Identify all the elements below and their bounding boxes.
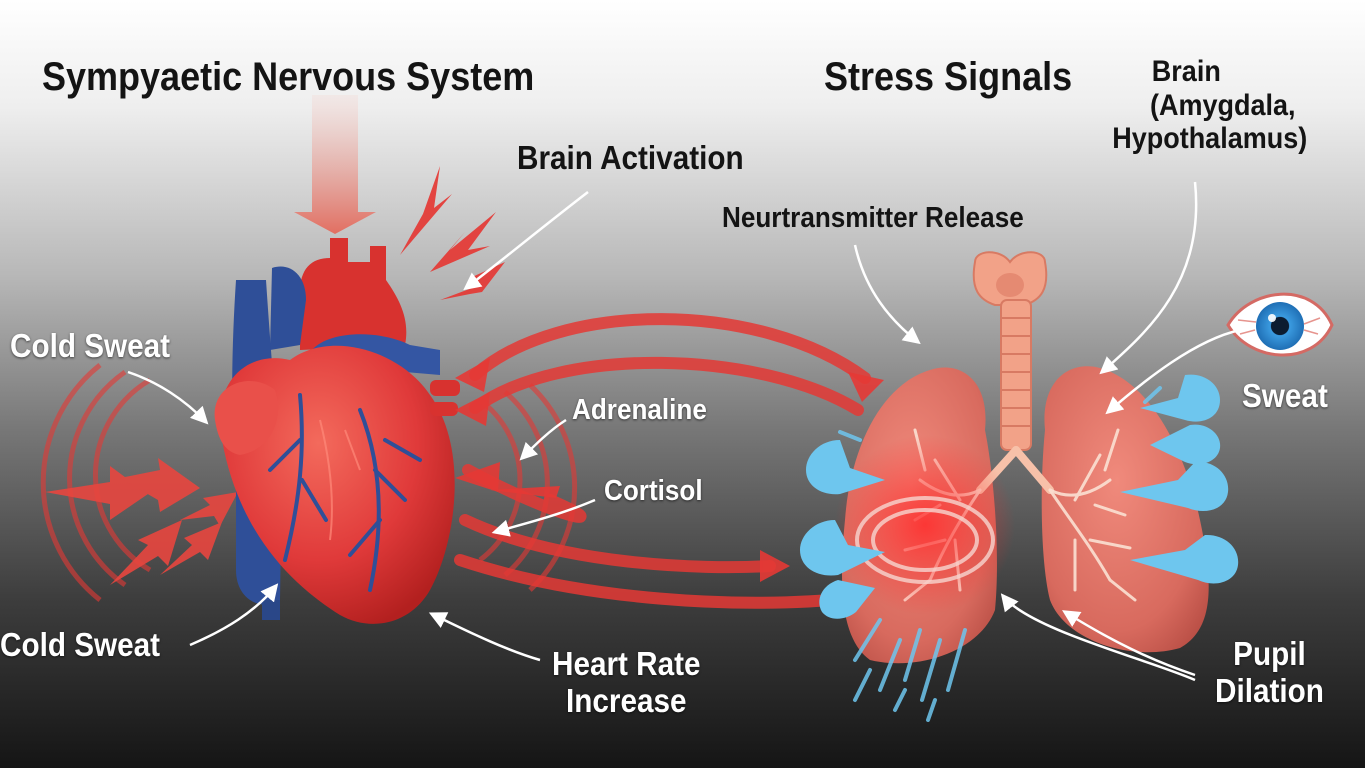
- neurotransmitter-release-label: Neurtransmitter Release: [722, 202, 1024, 234]
- cold-sweat-top-label: Cold Sweat: [10, 327, 171, 364]
- brain-regions-label: Brain (Amygdala, Hypothalamus): [1112, 55, 1307, 156]
- heart-rate-increase-label: Heart Rate Increase: [552, 645, 701, 720]
- pupil-line-1: Pupil: [1233, 635, 1306, 672]
- brain-regions-line-3: Hypothalamus): [1112, 122, 1308, 156]
- eye-icon: [1226, 292, 1334, 357]
- heart-icon: [214, 238, 460, 624]
- pain-spike-icon: [400, 166, 505, 300]
- heart-rate-line-1: Heart Rate: [552, 645, 701, 682]
- sweat-label: Sweat: [1242, 377, 1328, 414]
- heart-rate-line-2: Increase: [566, 681, 687, 719]
- brain-activation-label: Brain Activation: [517, 139, 744, 176]
- title-right: Stress Signals: [824, 55, 1073, 99]
- brain-regions-line-2: (Amygdala,: [1150, 88, 1296, 122]
- adrenaline-label: Adrenaline: [572, 394, 707, 426]
- down-arrow: [294, 95, 376, 234]
- cortisol-label: Cortisol: [604, 475, 703, 507]
- vibration-wave-icon: [40, 363, 578, 602]
- title-left: Sympyaetic Nervous System: [42, 55, 535, 99]
- brain-regions-line-1: Brain: [1151, 55, 1221, 88]
- signal-arrowheads: [455, 358, 884, 612]
- lungs-icon: [835, 251, 1209, 664]
- incoming-red-arrows: [45, 458, 238, 585]
- sweat-drop-icon: [800, 374, 1239, 619]
- annotation-pointers: [127, 181, 1241, 682]
- pupil-dilation-label: Pupil Dilation: [1215, 635, 1324, 710]
- cold-sweat-bottom-label: Cold Sweat: [0, 626, 161, 663]
- pupil-line-2: Dilation: [1215, 671, 1324, 709]
- sweat-streaks: [838, 386, 1162, 722]
